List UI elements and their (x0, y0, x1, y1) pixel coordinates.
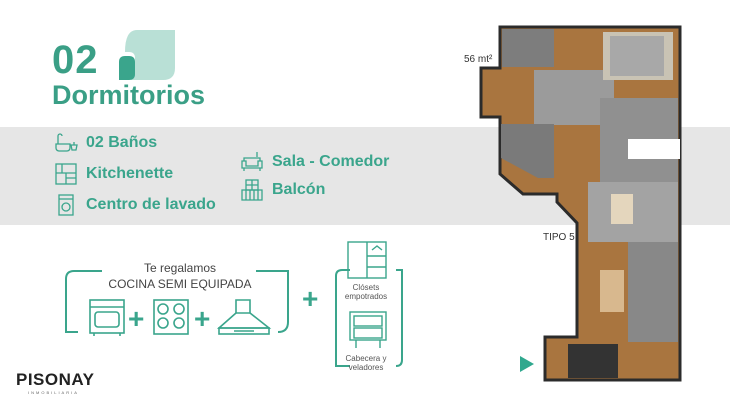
washing-machine-icon (58, 194, 74, 216)
brand-name: PISONAY (16, 370, 95, 389)
plus-icon: + (194, 303, 211, 334)
feature-kitchenette: Kitchenette (54, 163, 173, 185)
entrance-arrow-icon (520, 356, 534, 372)
cooktop-icon (153, 299, 189, 335)
feature-label: Kitchenette (86, 165, 174, 182)
bedroom-count: 02 (52, 38, 99, 82)
gift-line1: Te regalamos (143, 261, 217, 275)
feature-banos: 02 Baños (54, 132, 157, 154)
closet-icon (347, 241, 387, 279)
sofa-icon (241, 152, 263, 171)
plus-icon: + (128, 303, 145, 334)
brand-logo: PISONAY INMOBILIARIA (16, 370, 94, 395)
feature-lavado: Centro de lavado (54, 194, 216, 216)
closet-label: Clósets empotrados (344, 283, 388, 301)
dining-table (600, 270, 624, 312)
oven-icon (89, 299, 125, 336)
kitchen-icon (55, 163, 77, 185)
gift-line2: COCINA SEMI EQUIPADA (108, 277, 252, 291)
feature-label: Centro de lavado (86, 196, 216, 213)
feature-sala: Sala - Comedor (240, 151, 389, 173)
feature-label: 02 Baños (86, 134, 158, 151)
unit-type-label: TIPO 5 (543, 232, 575, 243)
feature-balcon: Balcón (240, 179, 325, 201)
bathtub-icon (55, 133, 78, 152)
feature-label: Sala - Comedor (272, 153, 390, 170)
brand-sub: INMOBILIARIA (28, 390, 79, 395)
nightstand-icon (349, 311, 387, 348)
rooms (501, 29, 680, 378)
gift-brackets (65, 269, 403, 367)
feature-label: Balcón (272, 181, 326, 198)
page-title: Dormitorios (52, 80, 206, 110)
range-hood-icon (216, 299, 272, 335)
balcony-icon (241, 179, 263, 201)
kitchen (628, 242, 678, 342)
area-label: 56 mt² (464, 54, 493, 65)
leaf-logo-icon (119, 30, 175, 80)
nightstand-label: Cabecera y veladores (345, 354, 387, 372)
plus-icon: + (302, 283, 319, 314)
floor-plan (479, 25, 682, 382)
